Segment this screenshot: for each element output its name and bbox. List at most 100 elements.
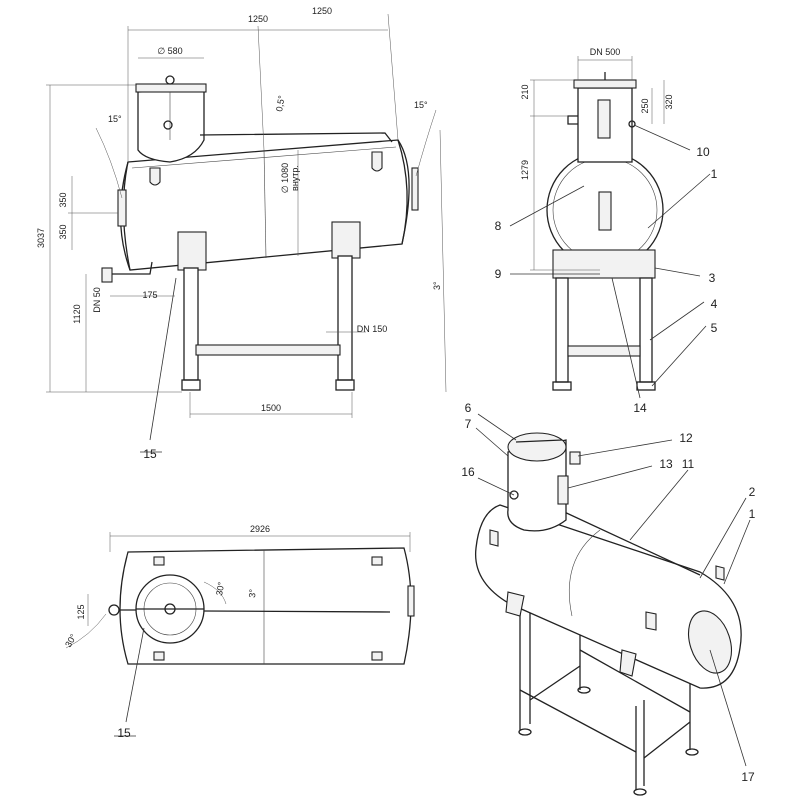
dim-350-a: 350 (58, 192, 68, 207)
callout-3: 3 (709, 271, 716, 285)
lug-left (149, 167, 161, 186)
top-view: 2926 125 30° 30° 3° 15 (63, 524, 415, 740)
drain-pipe (110, 261, 153, 275)
iso-fitting-12 (569, 451, 581, 465)
callout-12: 12 (679, 431, 693, 445)
dim-dn50: DN 50 (92, 287, 102, 313)
iso-end-sight (688, 610, 732, 674)
callout-17: 17 (741, 770, 755, 784)
dim-3-b: 3° (247, 588, 258, 598)
callout-15-a: 15 (143, 447, 157, 461)
top-lug-2 (371, 556, 383, 566)
iso-seam (569, 529, 601, 617)
iso-crossbar-1 (519, 689, 637, 753)
callout-4: 4 (711, 297, 718, 311)
callout-10: 10 (696, 145, 710, 159)
lug-right (371, 151, 383, 172)
dim-1279: 1279 (520, 160, 530, 180)
shell-edge-top (131, 146, 397, 169)
front-view: 1250 1250 ∅ 580 3037 350 350 1120 DN 50 … (36, 6, 447, 461)
dim-1080: ∅ 1080 (280, 163, 290, 193)
dim-2926: 2926 (250, 524, 270, 534)
dim-30-a: 30° (63, 632, 79, 649)
dome-cover-side (573, 79, 637, 89)
dim-1250-b: 1250 (312, 6, 332, 16)
callout-14: 14 (633, 401, 647, 415)
dim-05: 0,5° (274, 94, 287, 112)
callout-1-a: 1 (711, 167, 718, 181)
leg-side-left (555, 277, 569, 383)
shell-seam (263, 149, 267, 259)
foot-right (335, 379, 355, 391)
callout-7: 7 (465, 417, 472, 431)
frame-top (552, 249, 656, 279)
side-pipe (567, 115, 578, 125)
dome-front (137, 89, 205, 163)
callout-2: 2 (749, 485, 756, 499)
callout-16: 16 (461, 465, 475, 479)
iso-sight-glass (557, 475, 569, 505)
dim-15-b: 15° (414, 100, 428, 110)
callout-15-b: 15 (117, 726, 131, 740)
top-lug-1 (153, 556, 165, 566)
port-10 (628, 120, 636, 128)
dome-handle (165, 75, 175, 85)
iso-dome-cover (507, 432, 567, 462)
dim-15-a: 15° (108, 114, 122, 124)
dome-cover (135, 83, 207, 93)
dim-dn150: DN 150 (357, 324, 388, 334)
dim-320: 320 (664, 94, 674, 109)
dim-350-b: 350 (58, 224, 68, 239)
iso-pipe (559, 509, 701, 576)
top-lug-4 (371, 651, 383, 661)
leg-side-right (639, 277, 653, 383)
dim-dn500: DN 500 (590, 47, 621, 57)
dim-1500: 1500 (261, 403, 281, 413)
drain-top (108, 604, 120, 616)
saddle-right (331, 221, 361, 259)
top-lug-3 (153, 651, 165, 661)
callout-6: 6 (465, 401, 472, 415)
dim-1120: 1120 (72, 304, 82, 323)
dim-inner: внутр. (290, 165, 300, 191)
leader-15-a (149, 277, 177, 441)
callout-5: 5 (711, 321, 718, 335)
iso-dome (507, 439, 567, 532)
drain-flange (101, 267, 113, 283)
right-head (397, 139, 408, 245)
iso-crossbar-2 (579, 649, 691, 713)
dome-port (163, 120, 173, 130)
dim-125: 125 (76, 604, 86, 619)
leg-left (183, 267, 199, 381)
foot-side-left (552, 381, 572, 391)
iso-saddle-2 (505, 591, 525, 617)
callout-11: 11 (682, 457, 695, 471)
callout-8: 8 (495, 219, 502, 233)
side-view: DN 500 210 1279 250 320 10 1 8 9 3 4 5 1… (495, 47, 718, 415)
dim-1250-a: 1250 (248, 14, 268, 24)
iso-lug-3 (715, 565, 725, 581)
sight-glass-dome (597, 99, 611, 139)
dim-3037: 3037 (36, 228, 46, 248)
crossbar-side (567, 345, 641, 357)
top-pipe-plan (203, 610, 391, 613)
iso-saddle (619, 649, 637, 677)
callout-1-b: 1 (749, 507, 756, 521)
dim-210: 210 (520, 84, 530, 99)
callout-13: 13 (659, 457, 673, 471)
dim-30-b: 30° (214, 581, 226, 597)
top-sight-glass (407, 585, 415, 617)
callout-9: 9 (495, 267, 502, 281)
leg-crossbar (195, 344, 341, 356)
isometric-view: 6 7 12 13 11 16 2 1 17 (461, 401, 756, 796)
iso-tank-shell (474, 504, 742, 689)
saddle-left (177, 231, 207, 271)
dim-250: 250 (640, 98, 650, 113)
iso-port-16 (509, 490, 519, 500)
left-sight-glass (117, 189, 127, 227)
iso-lug-1 (489, 529, 499, 547)
right-sight-glass (411, 167, 419, 211)
sight-glass-tank (598, 191, 612, 231)
dim-580: ∅ 580 (157, 46, 182, 56)
